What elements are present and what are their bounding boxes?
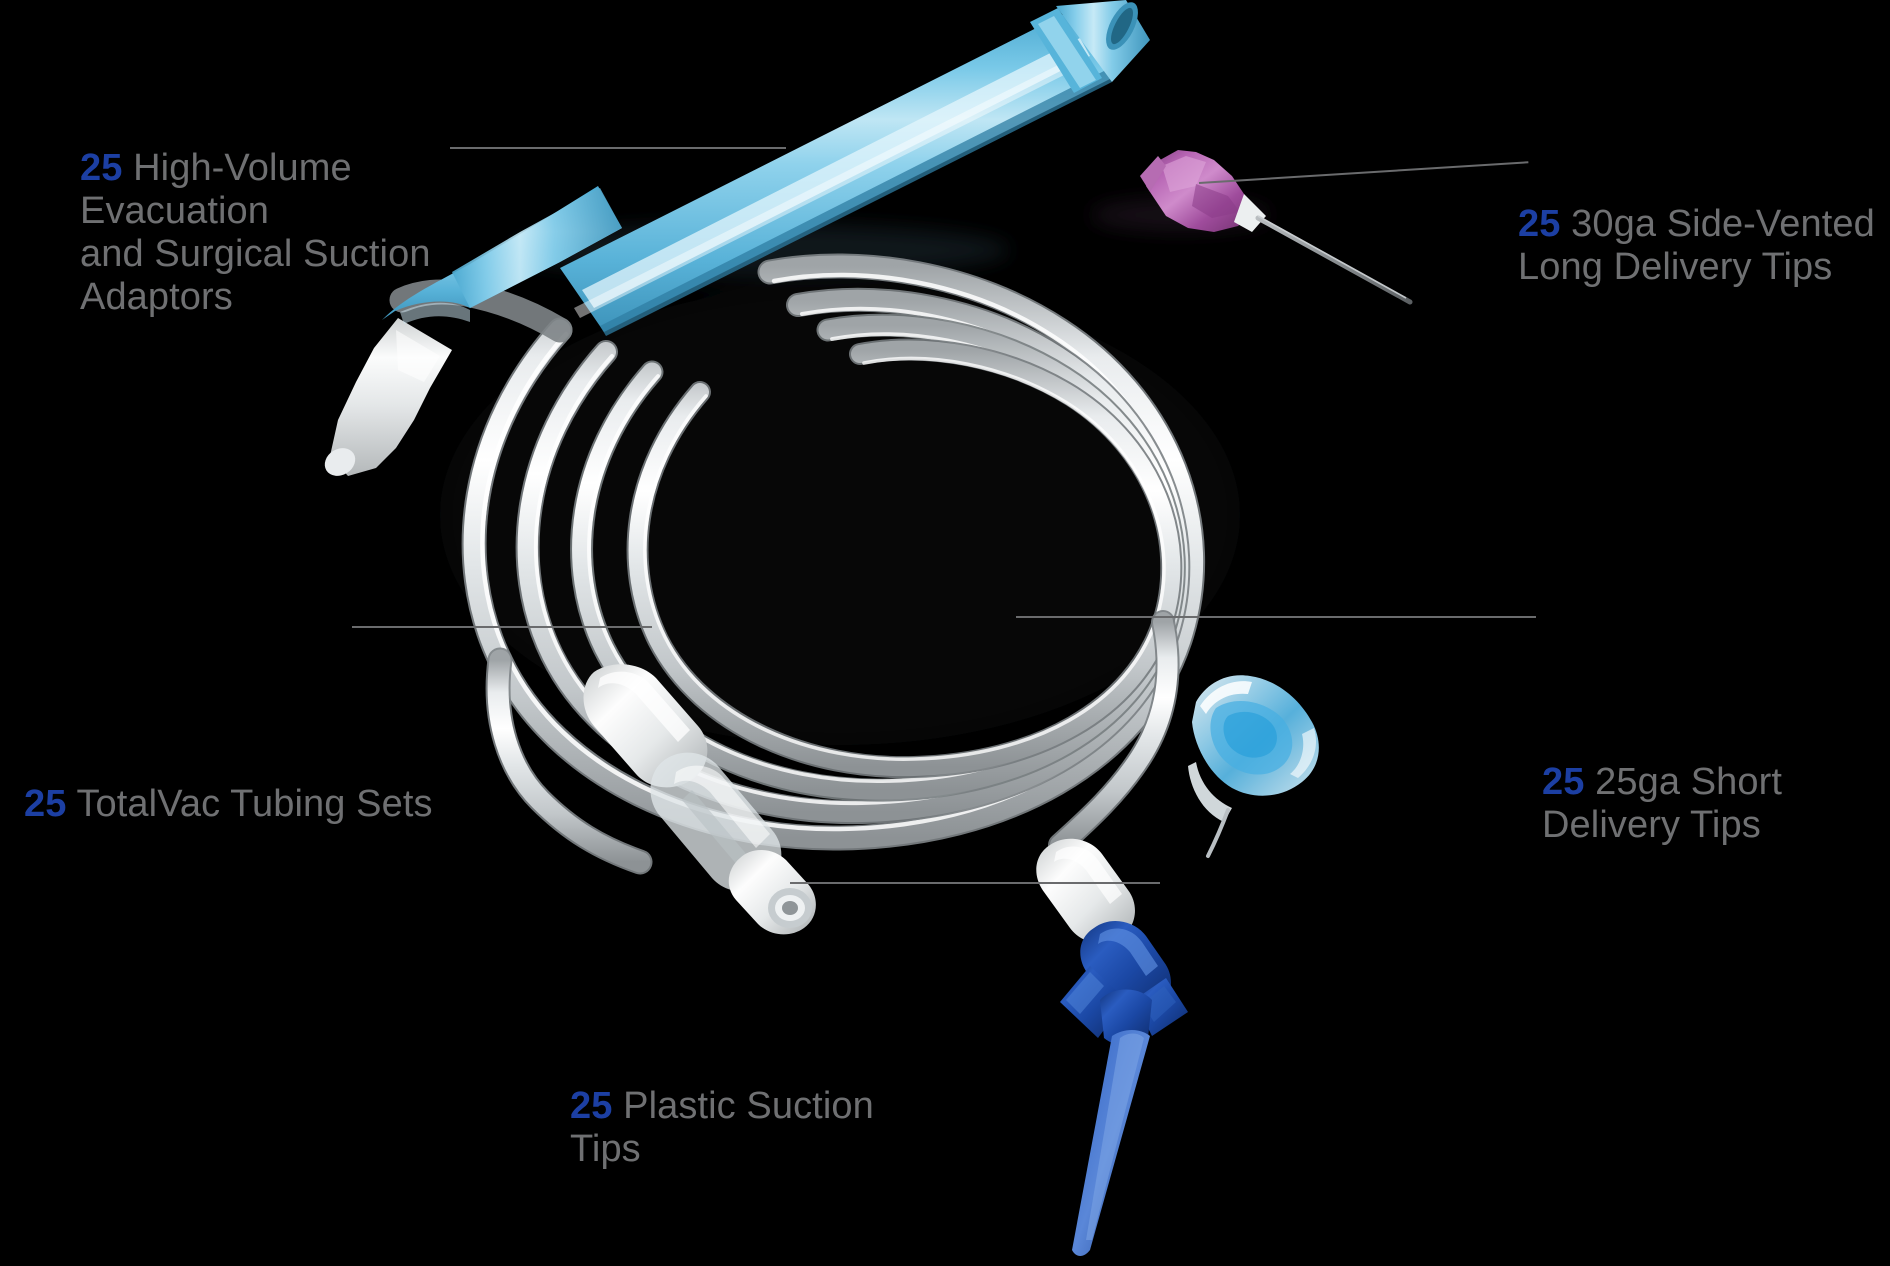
leader-line-tubing	[352, 626, 652, 628]
30ga-side-vented-long-delivery-tip	[1140, 150, 1413, 305]
leader-line-suction-tip	[790, 882, 1160, 884]
label-30ga-side-vented-long-delivery-tips: 25 30ga Side-Vented Long Delivery Tips	[1518, 160, 1878, 289]
25ga-short-delivery-tip	[1188, 675, 1319, 858]
label-qty: 25	[1518, 202, 1561, 245]
adaptor-collar	[1030, 8, 1102, 93]
label-qty: 25	[80, 146, 123, 189]
label-high-volume-evacuation: 25 High-Volume Evacuation and Surgical S…	[80, 104, 510, 319]
label-text: High-Volume Evacuation and Surgical Suct…	[80, 146, 431, 318]
label-text: 30ga Side-Vented Long Delivery Tips	[1518, 202, 1875, 288]
label-text: Plastic Suction Tips	[570, 1084, 874, 1170]
adaptor-barb	[324, 318, 452, 476]
adaptor-barrel	[560, 10, 1112, 336]
label-qty: 25	[24, 782, 67, 825]
leader-line-hve	[450, 147, 786, 149]
label-qty: 25	[1542, 760, 1585, 803]
adaptor-open-end	[1056, 0, 1150, 82]
label-qty: 25	[570, 1084, 613, 1127]
label-text: TotalVac Tubing Sets	[66, 782, 433, 825]
plastic-suction-tip	[1036, 838, 1188, 1256]
tubing-luer-connector	[583, 664, 816, 935]
label-totalvac-tubing-sets: 25 TotalVac Tubing Sets	[24, 740, 444, 826]
leader-line-25ga	[1016, 616, 1536, 618]
label-text: 25ga Short Delivery Tips	[1542, 760, 1783, 846]
high-volume-evacuation-adaptor	[324, 0, 1150, 476]
label-plastic-suction-tips: 25 Plastic Suction Tips	[570, 1042, 950, 1171]
label-25ga-short-delivery-tips: 25 25ga Short Delivery Tips	[1542, 718, 1882, 847]
